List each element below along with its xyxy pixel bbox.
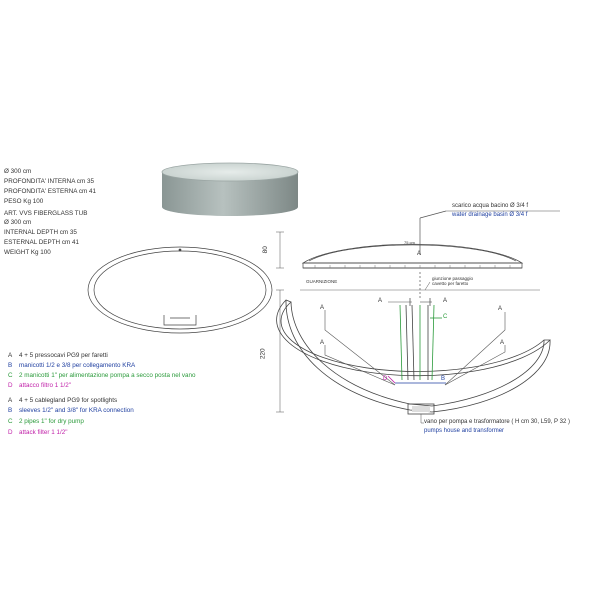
pump-house-label-it: vano per pompa e trasformatore ( H cm 30…: [424, 419, 570, 425]
marker-b: B: [441, 376, 446, 382]
drain-label-en: water drainage basin Ø 3/4 f: [452, 212, 528, 218]
drain-label-it: scarico acqua bacino Ø 3/4 f: [452, 203, 529, 209]
callout-leaders: [420, 210, 560, 424]
spec-en-art: ART. VVS FIBERGLASS TUB: [4, 210, 88, 217]
marker-a-5: A: [320, 340, 325, 346]
central-conduits: [387, 298, 446, 384]
main-plan-view: [276, 289, 551, 415]
left-plan-view: [87, 246, 273, 334]
dimension-side: 220: [259, 348, 267, 360]
marker-a-2: A: [443, 298, 448, 304]
pump-house-label-en: pumps house and transformer: [424, 428, 505, 434]
spec-it-diameter: Ø 300 cm: [4, 168, 32, 175]
spec-en-inner-depth: INTERNAL DEPTH cm 35: [4, 229, 77, 236]
marker-d: D: [383, 376, 388, 382]
spec-it-inner-depth: PROFONDITA' INTERNA cm 35: [4, 178, 94, 185]
marker-a-6: A: [500, 340, 505, 346]
spotlight-cables: [324, 301, 506, 386]
marker-c: C: [443, 314, 448, 320]
spec-it-weight: PESO Kg 100: [4, 198, 44, 205]
spec-it-outer-depth: PROFONDITA' ESTERNA cm 41: [4, 188, 97, 195]
tub-render: [161, 162, 299, 216]
gasket-label: GUARNIZIONE: [306, 279, 338, 284]
spec-en-diameter: Ø 300 cm: [4, 219, 32, 226]
dimension-lines: [276, 231, 284, 413]
marker-a-4: A: [498, 306, 503, 312]
dimension-top: 80: [261, 246, 269, 254]
marker-a-top: A: [417, 251, 422, 257]
spec-en-weight: WEIGHT Kg 100: [4, 249, 51, 256]
side-profile-view: [301, 210, 524, 300]
marker-a-3: A: [320, 305, 325, 311]
small-dimension: 75 cm: [404, 240, 415, 245]
spec-en-outer-depth: ESTERNAL DEPTH cm 41: [4, 239, 79, 246]
marker-a-1: A: [378, 298, 383, 304]
cable-pass-label-2: cavetto per faretto: [432, 281, 469, 286]
cable-pass-label-1: giunzione passaggio: [432, 276, 474, 281]
